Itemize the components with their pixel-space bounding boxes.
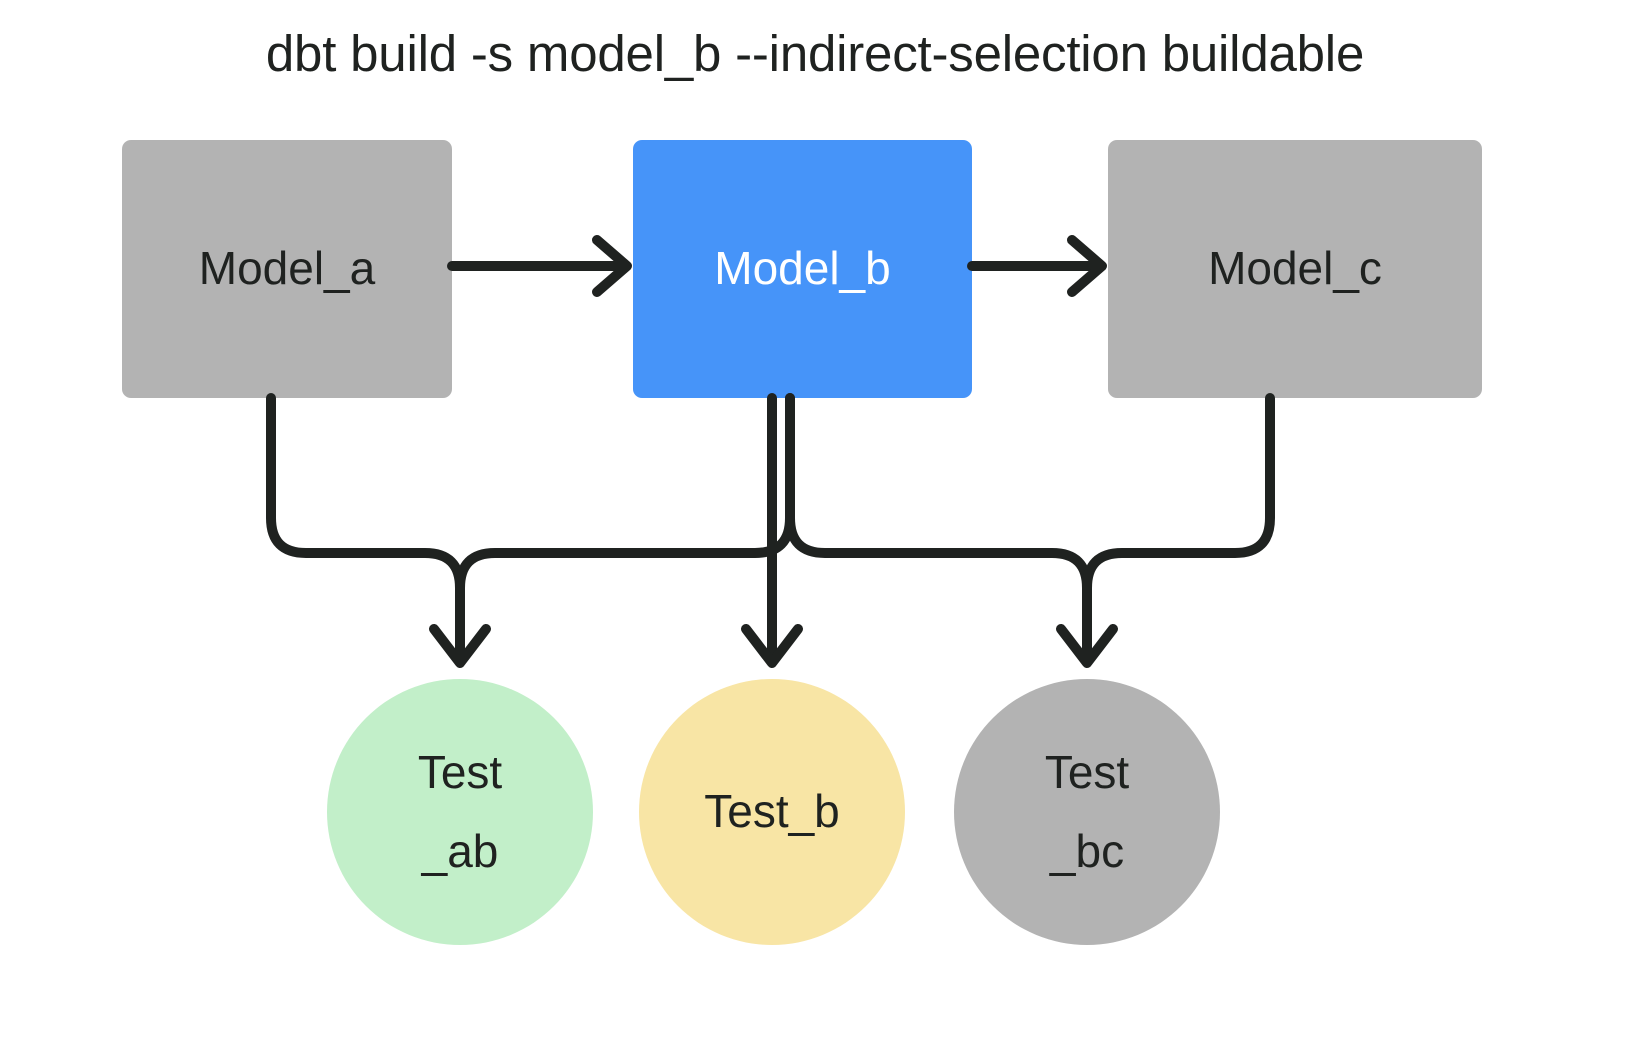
edge-layer bbox=[266, 235, 1275, 668]
edge-model-b-to-model-c-arrowhead bbox=[1067, 235, 1107, 297]
model-nodes bbox=[122, 140, 1482, 398]
node-test-b[interactable] bbox=[639, 679, 905, 945]
test-nodes bbox=[327, 679, 1220, 945]
edge-model-b-to-test-bc bbox=[785, 393, 1092, 657]
edge-model-a-to-test-ab bbox=[266, 393, 465, 657]
edge-model-b-to-test-b-arrowhead bbox=[741, 624, 803, 668]
node-test-ab[interactable] bbox=[327, 679, 593, 945]
node-model-a[interactable] bbox=[122, 140, 452, 398]
edge-model-b-to-test-bc-arrowhead bbox=[1056, 624, 1118, 668]
node-test-bc[interactable] bbox=[954, 679, 1220, 945]
edge-model-c-to-test-bc bbox=[1082, 393, 1275, 593]
node-model-c[interactable] bbox=[1108, 140, 1482, 398]
node-model-b[interactable] bbox=[633, 140, 972, 398]
edge-model-a-to-model-b-arrowhead bbox=[592, 235, 632, 297]
edge-model-b-to-test-ab bbox=[455, 393, 795, 593]
edge-model-a-to-test-ab-arrowhead bbox=[429, 624, 491, 668]
diagram-title: dbt build -s model_b --indirect-selectio… bbox=[265, 25, 1365, 82]
